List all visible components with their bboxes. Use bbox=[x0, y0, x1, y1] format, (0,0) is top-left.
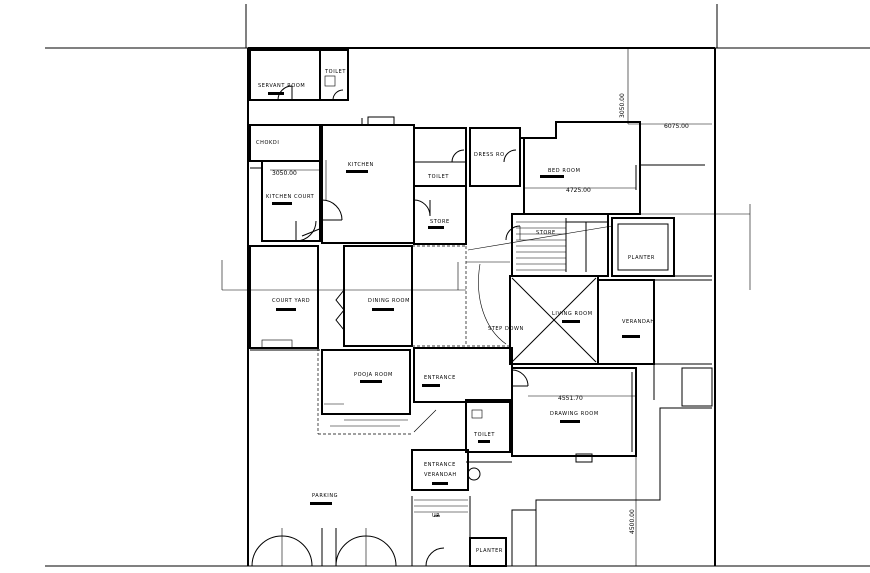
court-yard-walls bbox=[249, 245, 319, 349]
label-parking: PARKING bbox=[312, 493, 338, 499]
label-entrance: ENTRANCE bbox=[424, 375, 456, 381]
room-tag-bars bbox=[268, 92, 640, 505]
dim-top-vertical: 3050.00 bbox=[619, 93, 626, 118]
kitchen-court-walls bbox=[249, 124, 321, 242]
room-labels: SERVANT ROOM TOILET CHOKDI KITCHEN DRESS… bbox=[256, 69, 655, 554]
label-pooja-room: POOJA ROOM bbox=[354, 372, 393, 378]
label-toilet-mid: TOILET bbox=[427, 174, 449, 180]
label-store: STORE bbox=[430, 219, 450, 225]
label-entrance-verandah-2: VERANDAH bbox=[424, 472, 457, 478]
label-kitchen: KITCHEN bbox=[348, 162, 374, 168]
label-bed-room: BED ROOM bbox=[548, 168, 581, 174]
label-servant-room: SERVANT ROOM bbox=[258, 83, 305, 89]
label-entrance-verandah-1: ENTRANCE bbox=[424, 462, 456, 468]
servant-block-walls bbox=[249, 49, 349, 101]
parking-area bbox=[250, 349, 397, 567]
stair-block bbox=[505, 213, 609, 277]
dining-room-walls bbox=[317, 245, 512, 348]
label-kitchen-court: KITCHEN COURT bbox=[266, 194, 315, 200]
label-dining-room: DINING ROOM bbox=[368, 298, 410, 304]
kitchen-walls bbox=[301, 116, 415, 244]
outer-walls bbox=[247, 47, 716, 566]
toilet-low-walls bbox=[465, 399, 512, 481]
dim-bed: 4725.00 bbox=[566, 187, 591, 194]
label-living-room: LIVING ROOM bbox=[552, 311, 593, 317]
label-toilet-low: TOILET bbox=[473, 432, 495, 438]
entrance-verandah-walls bbox=[411, 449, 471, 566]
label-verandah-right: VERANDAH bbox=[622, 319, 655, 325]
pooja-room-walls bbox=[317, 348, 412, 435]
label-drawing-room: DRAWING ROOM bbox=[550, 411, 599, 417]
label-toilet-top: TOILET bbox=[324, 69, 346, 75]
label-dress-room: DRESS RO bbox=[474, 152, 505, 158]
label-planter-top: PLANTER bbox=[628, 255, 655, 261]
planter-top-walls bbox=[611, 217, 712, 277]
verandah-right-walls bbox=[597, 279, 712, 400]
label-chokdi: CHOKDI bbox=[256, 140, 279, 146]
label-up: UP bbox=[432, 513, 440, 519]
dimension-lines bbox=[221, 48, 751, 566]
dimension-labels: 3050.00 6075.00 3050.00 4725.00 4551.70 … bbox=[272, 93, 689, 534]
dim-left-kitchen: 3050.00 bbox=[272, 170, 297, 177]
site-boundary bbox=[45, 4, 870, 567]
label-court-yard: COURT YARD bbox=[272, 298, 310, 304]
planter-bottom-walls bbox=[425, 367, 713, 567]
label-planter-bottom: PLANTER bbox=[476, 548, 503, 554]
middle-service-walls bbox=[413, 127, 521, 245]
label-step-down: STEP DOWN bbox=[488, 326, 524, 332]
dim-top-right: 6075.00 bbox=[664, 123, 689, 130]
label-store-stair: STORE bbox=[536, 230, 556, 236]
dim-drawing: 4551.70 bbox=[558, 395, 583, 402]
dim-bottom-vertical: 4500.00 bbox=[629, 509, 636, 534]
